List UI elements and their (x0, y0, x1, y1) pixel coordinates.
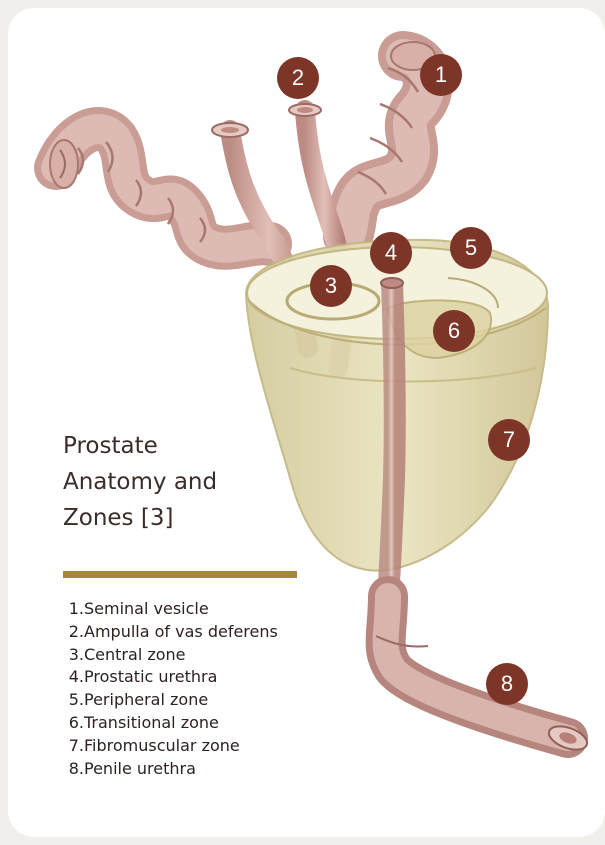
legend-item: 5.Peripheral zone (58, 689, 278, 712)
marker-1: 1 (420, 54, 462, 96)
legend-item: 3.Central zone (58, 644, 278, 667)
legend-item: 2.Ampulla of vas deferens (58, 621, 278, 644)
legend-list: 1.Seminal vesicle 2.Ampulla of vas defer… (58, 598, 278, 780)
legend-label: Transitional zone (84, 713, 219, 732)
title-line-3: Zones [3] (63, 505, 173, 531)
marker-3: 3 (310, 265, 352, 307)
title-line-1: Prostate (63, 433, 158, 459)
title-line-2: Anatomy and (63, 469, 217, 495)
legend-number: 5. (58, 689, 84, 712)
marker-8: 8 (486, 663, 528, 705)
marker-5: 5 (450, 227, 492, 269)
legend-item: 1.Seminal vesicle (58, 598, 278, 621)
prostatic-urethra (381, 278, 403, 598)
legend-number: 1. (58, 598, 84, 621)
legend-number: 4. (58, 666, 84, 689)
diagram-title: Prostate Anatomy and Zones [3] (63, 428, 313, 536)
infographic-card: 1 2 3 4 5 6 7 8 Prostate Anatomy and Zon… (8, 8, 605, 837)
legend-label: Seminal vesicle (84, 599, 209, 618)
marker-4: 4 (370, 232, 412, 274)
legend-item: 7.Fibromuscular zone (58, 735, 278, 758)
marker-7: 7 (488, 419, 530, 461)
legend-label: Peripheral zone (84, 690, 208, 709)
legend-item: 8.Penile urethra (58, 758, 278, 781)
legend-item: 4.Prostatic urethra (58, 666, 278, 689)
legend-label: Penile urethra (84, 759, 196, 778)
legend-label: Prostatic urethra (84, 667, 217, 686)
marker-2: 2 (277, 57, 319, 99)
legend-label: Ampulla of vas deferens (84, 622, 278, 641)
legend-item: 6.Transitional zone (58, 712, 278, 735)
penile-urethra (376, 596, 590, 754)
legend-label: Central zone (84, 645, 186, 664)
title-underline (63, 571, 297, 578)
legend-number: 2. (58, 621, 84, 644)
marker-6: 6 (433, 310, 475, 352)
legend-number: 3. (58, 644, 84, 667)
legend-number: 7. (58, 735, 84, 758)
legend-number: 8. (58, 758, 84, 781)
legend-label: Fibromuscular zone (84, 736, 240, 755)
legend-number: 6. (58, 712, 84, 735)
